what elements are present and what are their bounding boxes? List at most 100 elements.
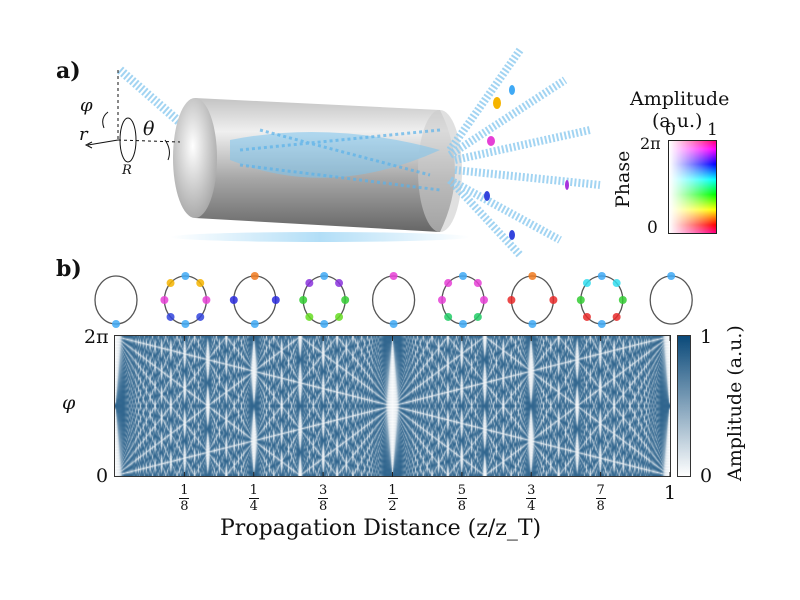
ring-light-spot (305, 312, 314, 321)
ring-light-spot (549, 296, 558, 304)
ring-light-spot (335, 279, 344, 288)
ring-light-spot (480, 296, 488, 304)
ring-light-spot (528, 320, 537, 328)
tick-denominator: 4 (527, 499, 536, 514)
ring-light-spot (320, 272, 329, 280)
ring-light-spot (389, 272, 398, 280)
ring-light-spot (389, 320, 398, 328)
tick-denominator: 8 (596, 499, 605, 514)
fraction-bar (248, 498, 259, 499)
ring-light-spot (667, 272, 676, 280)
tick-denominator: 2 (388, 499, 397, 514)
x-ticks (183, 336, 671, 477)
ring-4 (371, 275, 416, 325)
fraction-bar (456, 498, 467, 499)
amplitude-phase-colormap (668, 140, 717, 234)
tick-numerator: 7 (596, 483, 605, 498)
y-max-label: 2π (84, 326, 109, 348)
x-tick-label: 1 (664, 484, 676, 503)
ring-light-spot (196, 279, 205, 288)
ring-light-spot (528, 272, 537, 280)
y-min-label: 0 (96, 465, 109, 487)
ring-light-spot (612, 279, 621, 288)
colorbar-min-label: 0 (700, 465, 713, 487)
ring-6 (510, 275, 555, 325)
talbot-carpet-heatmap (114, 335, 671, 477)
colorbar-label: Amplitude (a.u.) (724, 325, 746, 481)
ring-light-spot (444, 279, 453, 288)
fraction-bar (387, 498, 398, 499)
ring-light-spot (444, 312, 453, 321)
amp-min-label: 0 (665, 120, 676, 140)
fraction-bar (179, 498, 190, 499)
amplitude-colorbar (677, 335, 691, 477)
ring-light-spot (438, 296, 446, 304)
ring-light-spot (271, 296, 280, 304)
ring-light-spot (166, 279, 175, 288)
fraction-bar (318, 498, 329, 499)
colorwheel-title: Amplitude (630, 88, 730, 110)
ring-light-spot (582, 279, 591, 288)
ring-light-spot (597, 272, 606, 280)
tick-numerator: 3 (527, 483, 536, 498)
ring-light-spot (299, 296, 308, 304)
ring-light-spot (335, 312, 344, 321)
fraction-bar (595, 498, 606, 499)
shadow-glow (170, 232, 470, 242)
phase-axis-label: Phase (612, 150, 634, 208)
tick-numerator: 1 (249, 483, 258, 498)
ring-light-spot (597, 320, 606, 328)
tick-denominator: 8 (457, 499, 467, 514)
ring-2 (233, 275, 277, 325)
ring-light-spot (459, 320, 467, 328)
panel-b-label: b) (56, 256, 82, 282)
fiber-cylinder (173, 98, 462, 232)
ring-0 (94, 275, 138, 325)
amp-max-label: 1 (707, 120, 718, 140)
tick-denominator: 4 (249, 499, 258, 514)
tick-numerator: 3 (318, 483, 328, 498)
ring-light-spot (181, 320, 190, 328)
tick-denominator: 8 (318, 499, 328, 514)
phase-max-label: 2π (640, 134, 661, 153)
fiber-illustration (84, 47, 601, 258)
ring-light-spot (229, 296, 238, 304)
ring-light-spot (250, 272, 259, 280)
fraction-bar (526, 498, 537, 499)
ring-8 (649, 275, 693, 325)
ring-light-spot (576, 296, 585, 304)
ring-light-spot (341, 296, 350, 304)
ring-light-spot (196, 312, 205, 321)
phi-label: φ (80, 95, 93, 116)
panel-a-label: a) (56, 58, 81, 84)
ring-light-spot (473, 279, 482, 288)
ring-light-spot (320, 320, 329, 328)
colorwheel-units: (a.u.) (652, 110, 703, 132)
beam-phase-markers (484, 85, 569, 240)
ring-light-spot (250, 320, 259, 328)
tick-denominator: 8 (180, 499, 189, 514)
tick-numerator: 1 (180, 483, 189, 498)
ring-light-spot (160, 296, 169, 304)
ring-light-spot (473, 312, 482, 321)
ring-snapshots (94, 272, 693, 328)
colorbar-max-label: 1 (700, 326, 713, 348)
x-axis-label: Propagation Distance (z/z_T) (220, 516, 542, 541)
ring-light-spot (612, 312, 621, 321)
coordinate-axes (84, 70, 181, 163)
ring-light-spot (181, 272, 190, 280)
theta-label: θ (143, 118, 155, 140)
output-beams (446, 47, 601, 258)
ring-light-spot (305, 279, 314, 288)
ring-light-spot (618, 296, 627, 304)
ring-light-spot (202, 296, 211, 304)
tick-numerator: 5 (457, 483, 467, 498)
ring-light-spot (166, 312, 175, 321)
